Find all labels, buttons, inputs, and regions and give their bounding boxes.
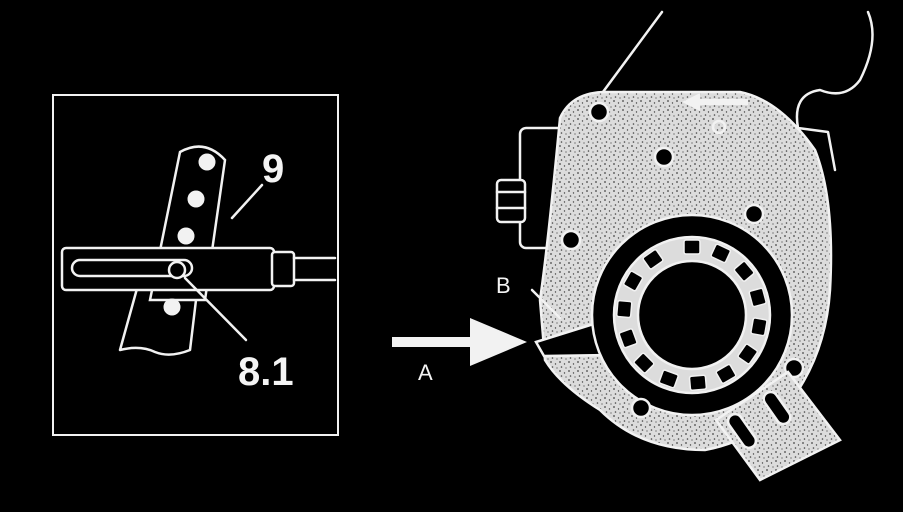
label-part-8-1: 8.1 [238, 350, 294, 394]
gear-teeth [616, 239, 768, 391]
pin-hole-8-1 [167, 260, 187, 280]
lever-hole [163, 298, 181, 316]
label-arrow-a: A [418, 360, 433, 385]
arrow-left-icon [682, 93, 748, 111]
adjuster-rod [60, 246, 337, 292]
slack-adjuster: B [495, 10, 874, 482]
label-part-9: 9 [262, 147, 284, 191]
arrow-a: A [392, 318, 527, 385]
inset-detail: 9 8.1 [52, 94, 339, 436]
lever-hole [177, 227, 195, 245]
arrow-right-icon [470, 318, 527, 366]
bottom-bracket [714, 370, 842, 482]
direction-marker [711, 119, 727, 135]
inset-frame [52, 94, 339, 436]
lever-hole [187, 190, 205, 208]
inset-lever-base [118, 283, 198, 356]
label-point-b: B [496, 273, 511, 298]
gear-bore [636, 259, 748, 371]
lever-hole [198, 153, 216, 171]
